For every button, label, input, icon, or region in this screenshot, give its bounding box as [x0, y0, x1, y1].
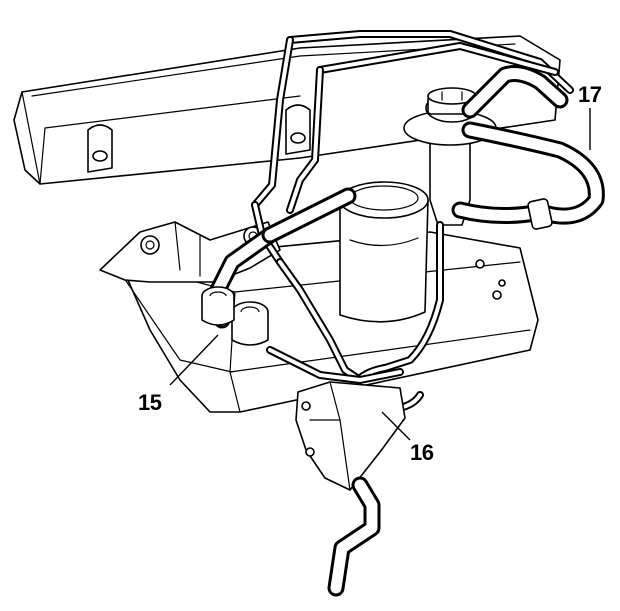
- callout-17: 17: [578, 82, 602, 107]
- drain-tube: [327, 476, 381, 597]
- callout-16: 16: [410, 440, 434, 465]
- upper-canister: [13, 35, 561, 185]
- filler-vent-hose: [451, 65, 605, 230]
- callout-15-leader: [169, 334, 219, 386]
- fuel-feed-hose: [201, 187, 357, 346]
- lower-bracket: [295, 381, 406, 491]
- callout-15: 15: [138, 390, 162, 415]
- callout-16-leader: [381, 411, 411, 441]
- fuel-pump-module: [339, 181, 429, 323]
